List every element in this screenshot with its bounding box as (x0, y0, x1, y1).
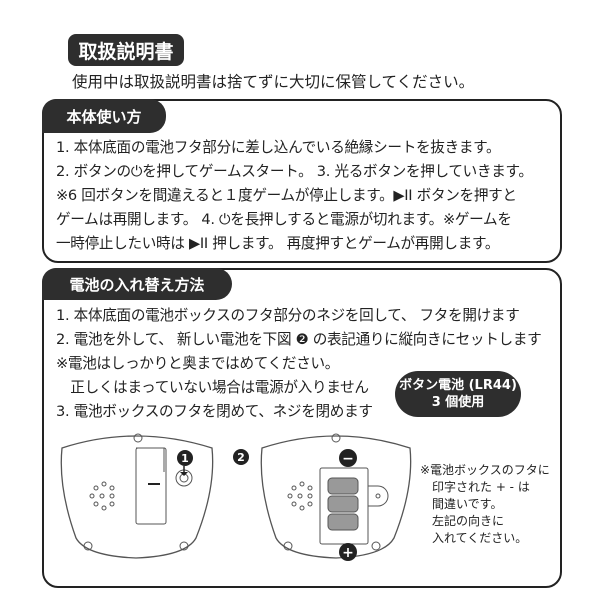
subtitle: 使用中は取扱説明書は捨てずに大切に保管してください。 (72, 73, 475, 91)
battery-line: 2. 電池を外して、 新しい電池を下図 ❷ の表記通りに縦向きにセットします (56, 331, 542, 348)
usage-line: ゲームは再開します。 4. ⏻を長押しすると電源が切れます。※ゲームを (56, 211, 512, 228)
battery-line: 正しくはまっていない場合は電源が入りません (56, 379, 369, 396)
polarity-note: ※電池ボックスのフタに 印字された + - は 間違いです。 左記の向きに 入れ… (420, 463, 550, 545)
usage-heading: 本体使い方 (42, 99, 166, 133)
device-open-diagram: − + (260, 433, 412, 561)
usage-section (42, 99, 562, 263)
battery-line: 3. 電池ボックスのフタを閉めて、ネジを閉めます (56, 403, 373, 420)
battery-line: ※電池はしっかりと奥まではめてください。 (56, 355, 340, 372)
svg-text:−: − (342, 451, 354, 467)
battery-type: ボタン電池 (LR44) (399, 378, 517, 393)
battery-section (42, 268, 562, 588)
step1-marker: 1 (181, 452, 189, 465)
battery-type-badge: ボタン電池 (LR44) 3 個使用 (395, 371, 521, 417)
page-title: 取扱説明書 (68, 34, 184, 66)
svg-text:2: 2 (237, 451, 245, 464)
battery-line: 1. 本体底面の電池ボックスのフタ部分のネジを回して、 フタを開けます (56, 307, 520, 324)
step2-marker: 2 (233, 449, 249, 465)
usage-line: 1. 本体底面の電池フタ部分に差し込んでいる絶縁シートを抜きます。 (56, 139, 501, 156)
svg-text:+: + (342, 545, 354, 561)
battery-cells (327, 477, 359, 531)
usage-line: 2. ボタンの⏻を押してゲームスタート。 3. 光るボタンを押していきます。 (56, 163, 533, 180)
battery-heading: 電池の入れ替え方法 (42, 268, 232, 300)
plus-terminal-icon (339, 543, 357, 561)
device-closed-diagram: 1 (60, 433, 214, 559)
battery-count: 3 個使用 (431, 395, 485, 410)
usage-line: 一時停止したい時は ▶II 押します。 再度押すとゲームが再開します。 (56, 235, 500, 252)
minus-terminal-icon (339, 449, 357, 467)
usage-line: ※6 回ボタンを間違えると１度ゲームが停止します。▶II ボタンを押すと (56, 187, 517, 204)
